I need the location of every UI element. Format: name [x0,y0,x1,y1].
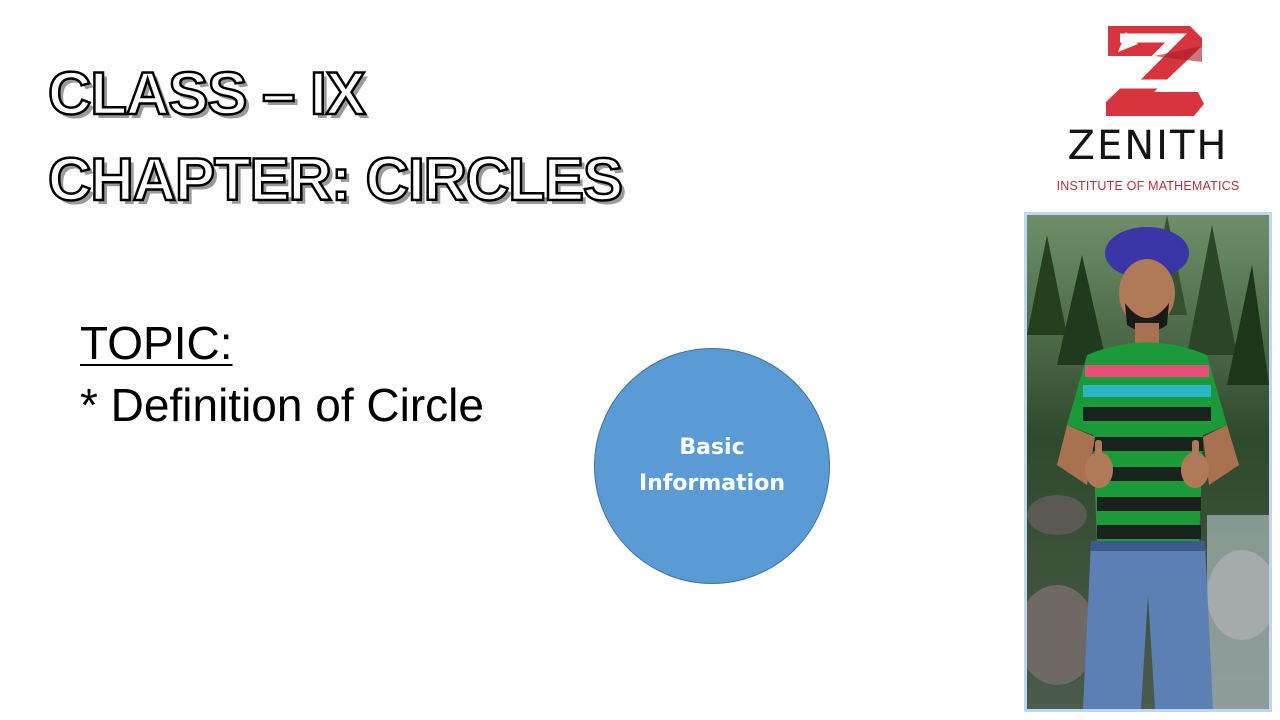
zenith-z-logo-icon [1106,26,1204,116]
class-title: CLASS – IX [47,60,367,127]
presenter-photo [1024,212,1272,712]
circle-label-line-2: Information [639,471,785,496]
presenter-photo-image [1027,215,1269,709]
topic-item: * Definition of Circle [80,379,484,431]
topic-block: TOPIC: * Definition of Circle [80,312,484,436]
basic-information-circle: Basic Information [594,348,830,584]
zenith-logo: ZENITH INSTITUTE OF MATHEMATICS [1040,18,1260,198]
topic-heading: TOPIC: [80,317,233,369]
chapter-title: CHAPTER: CIRCLES [47,146,625,213]
logo-subtitle: INSTITUTE OF MATHEMATICS [1056,179,1240,193]
logo-name: ZENITH [1067,123,1229,169]
circle-label-line-1: Basic [679,435,745,460]
